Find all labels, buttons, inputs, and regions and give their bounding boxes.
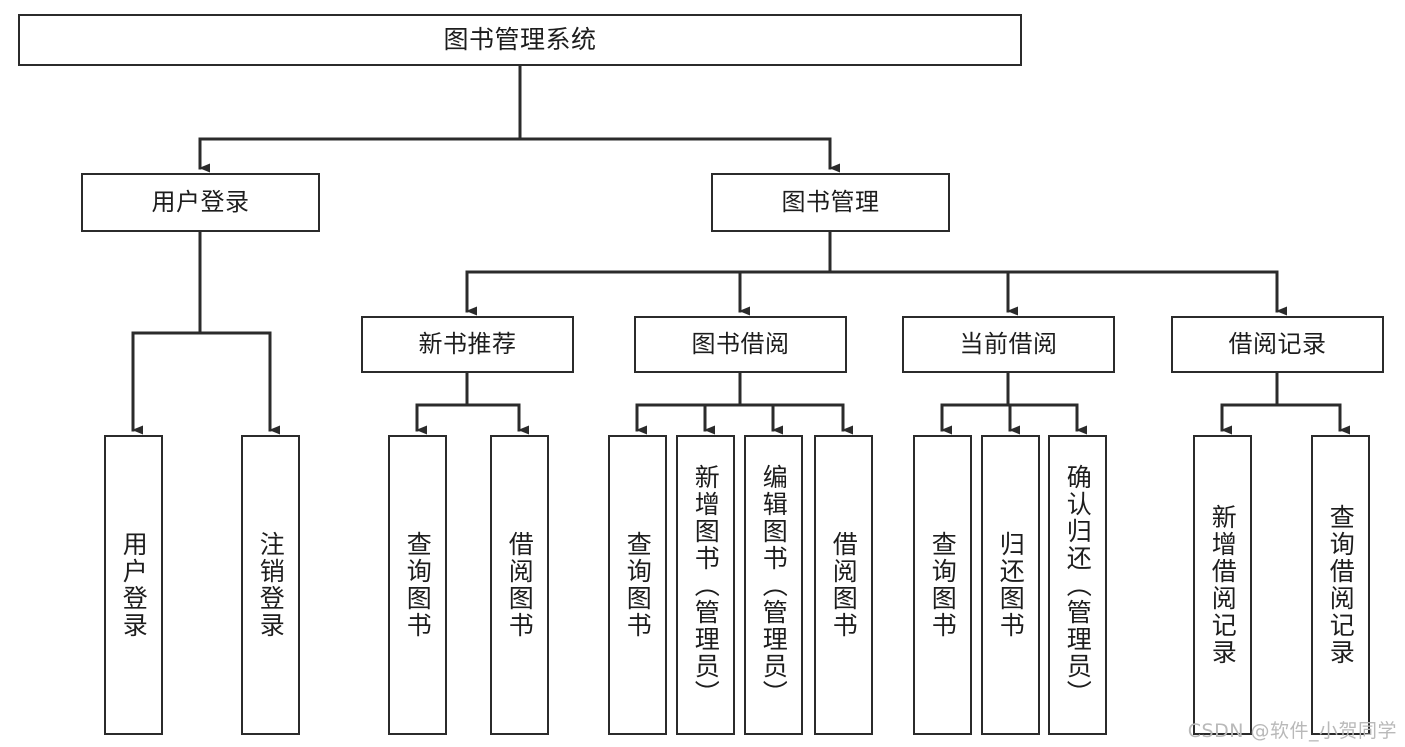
node-label: 用户登录	[151, 187, 250, 216]
node-leaf-borrow-book-1[interactable]: 借阅图书	[490, 435, 549, 735]
node-label: 用户登录	[119, 531, 149, 639]
node-leaf-user-login[interactable]: 用户登录	[104, 435, 163, 735]
node-label: 新增图书（管理员）	[691, 463, 721, 707]
node-label: 确认归还（管理员）	[1063, 463, 1093, 707]
node-leaf-user-logout[interactable]: 注销登录	[241, 435, 300, 735]
node-label: 查询图书	[928, 531, 958, 639]
node-leaf-confirm-return[interactable]: 确认归还（管理员）	[1048, 435, 1107, 735]
node-label: 当前借阅	[959, 329, 1058, 358]
node-book-manage[interactable]: 图书管理	[711, 173, 950, 232]
node-new-book-recommend[interactable]: 新书推荐	[361, 316, 574, 373]
node-root-system[interactable]: 图书管理系统	[18, 14, 1022, 66]
node-label: 查询图书	[403, 531, 433, 639]
node-label: 归还图书	[996, 531, 1026, 639]
node-leaf-query-record[interactable]: 查询借阅记录	[1311, 435, 1370, 735]
node-label: 注销登录	[256, 531, 286, 639]
node-label: 借阅图书	[505, 531, 535, 639]
node-label: 新增借阅记录	[1208, 504, 1238, 666]
node-label: 编辑图书（管理员）	[759, 463, 789, 707]
node-user-login[interactable]: 用户登录	[81, 173, 320, 232]
node-leaf-query-book-2[interactable]: 查询图书	[608, 435, 667, 735]
csdn-watermark: CSDN @软件_小贺同学	[1187, 720, 1397, 742]
node-borrow-record[interactable]: 借阅记录	[1171, 316, 1384, 373]
node-book-borrow[interactable]: 图书借阅	[634, 316, 847, 373]
node-label: 新书推荐	[418, 329, 517, 358]
node-leaf-add-book[interactable]: 新增图书（管理员）	[676, 435, 735, 735]
node-label: 图书管理	[781, 187, 880, 216]
node-leaf-return-book[interactable]: 归还图书	[981, 435, 1040, 735]
node-current-borrow[interactable]: 当前借阅	[902, 316, 1115, 373]
node-label: 图书借阅	[691, 329, 790, 358]
node-leaf-edit-book[interactable]: 编辑图书（管理员）	[744, 435, 803, 735]
node-leaf-borrow-book-2[interactable]: 借阅图书	[814, 435, 873, 735]
node-label: 借阅图书	[829, 531, 859, 639]
node-label: 查询借阅记录	[1326, 504, 1356, 666]
node-leaf-query-book-3[interactable]: 查询图书	[913, 435, 972, 735]
node-label: 查询图书	[623, 531, 653, 639]
node-leaf-add-record[interactable]: 新增借阅记录	[1193, 435, 1252, 735]
node-label: 借阅记录	[1228, 329, 1327, 358]
node-leaf-query-book-1[interactable]: 查询图书	[388, 435, 447, 735]
node-label: 图书管理系统	[443, 24, 597, 54]
